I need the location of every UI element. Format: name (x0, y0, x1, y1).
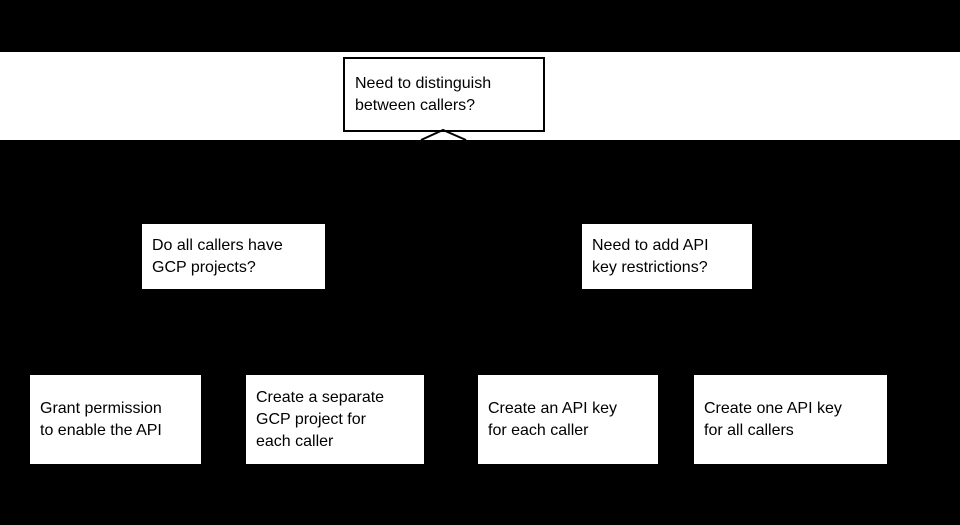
node-text-line: Need to add API (592, 236, 709, 254)
node-text-line: Grant permission (40, 399, 162, 417)
flowchart-node-root-question: Need to distinguish between callers? (343, 57, 545, 132)
flowchart-node-answer-key-all-callers: Create one API key for all callers (694, 375, 887, 464)
node-text-line: Create an API key (488, 399, 617, 417)
node-text-line: for each caller (488, 421, 589, 439)
flowchart-node-question-key-restrictions: Need to add API key restrictions? (582, 224, 752, 289)
flowchart-node-answer-grant-permission: Grant permission to enable the API (30, 375, 201, 464)
node-text-line: key restrictions? (592, 258, 708, 276)
flowchart-node-answer-key-each-caller: Create an API key for each caller (478, 375, 658, 464)
node-text-line: Do all callers have (152, 236, 283, 254)
node-text-line: Create one API key (704, 399, 842, 417)
flowchart-node-question-gcp-projects: Do all callers have GCP projects? (142, 224, 325, 289)
flowchart-node-answer-separate-project: Create a separate GCP project for each c… (246, 375, 424, 464)
node-text-line: to enable the API (40, 421, 162, 439)
node-text-line: GCP projects? (152, 258, 256, 276)
node-text-line: between callers? (355, 96, 476, 114)
node-text-line: each caller (256, 432, 334, 450)
node-text-line: GCP project for (256, 410, 366, 428)
node-text-line: Need to distinguish (355, 74, 492, 92)
branch-split-connector (420, 128, 467, 141)
node-text-line: Create a separate (256, 388, 385, 406)
node-text-line: for all callers (704, 421, 794, 439)
